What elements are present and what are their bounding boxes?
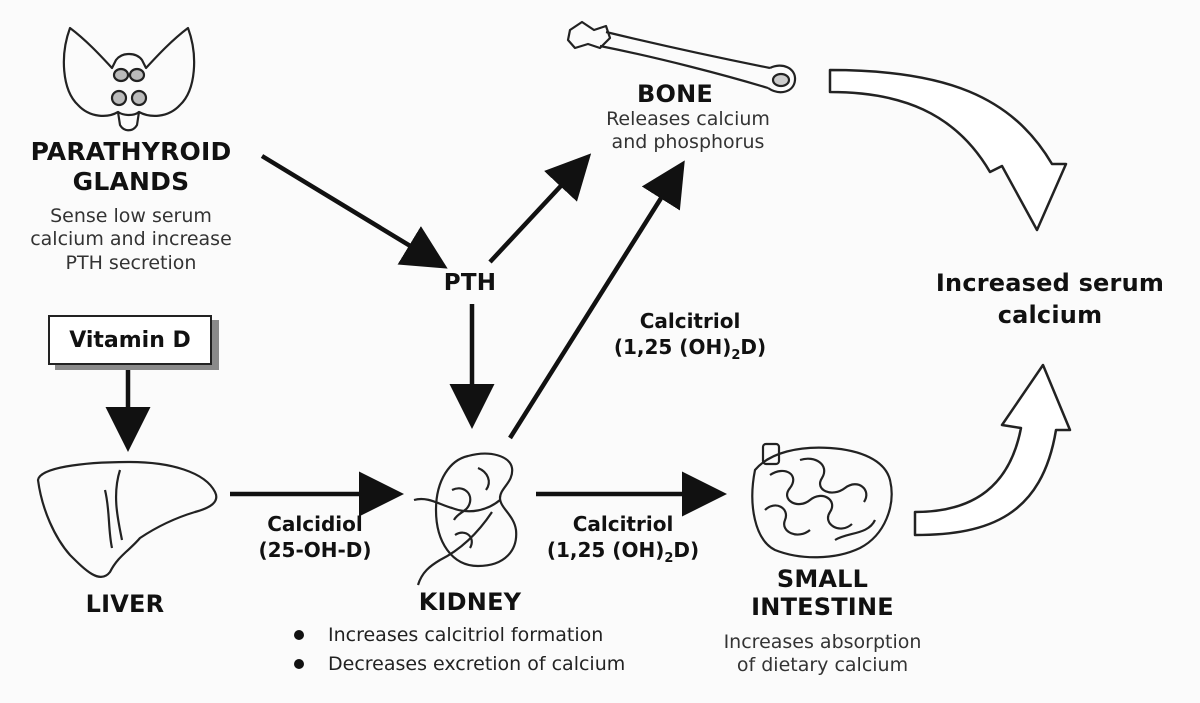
intestine-desc-line1: Increases absorption bbox=[723, 631, 922, 653]
parathyroid-title: PARATHYROID GLANDS bbox=[0, 137, 262, 196]
calcitriol-intestine-label: Calcitriol (1,25 (OH)2D) bbox=[528, 511, 718, 568]
arrow-pth-to-bone bbox=[488, 153, 592, 264]
arrow-parathyroid-to-pth bbox=[260, 154, 448, 269]
bone-desc-line2: and phosphorus bbox=[611, 131, 765, 154]
vitamin-d-label: Vitamin D bbox=[69, 327, 191, 353]
intestine-title-line1: SMALL bbox=[776, 565, 869, 593]
kidney-effect-item: Decreases excretion of calcium bbox=[290, 649, 625, 678]
parathyroid-glands-illustration bbox=[62, 26, 196, 132]
calcidiol-label: Calcidiol (25-OH-D) bbox=[230, 511, 400, 563]
kidney-effect-item: Increases calcitriol formation bbox=[290, 620, 625, 649]
liver-illustration bbox=[36, 460, 218, 579]
bullet-icon bbox=[294, 658, 304, 669]
intestine-description: Increases absorption of dietary calcium bbox=[700, 631, 945, 678]
parathyroid-desc-line2: calcium and increase bbox=[30, 228, 232, 251]
calcitriol-bone-formula-sub: 2 bbox=[731, 348, 741, 363]
calcitriol-bone-formula-pre: (1,25 (OH) bbox=[613, 335, 732, 359]
pth-label: PTH bbox=[443, 270, 497, 296]
kidney-effects-list: Increases calcitriol formation Decreases… bbox=[290, 620, 625, 678]
parathyroid-title-line1: PARATHYROID bbox=[30, 137, 232, 166]
calcitriol-intestine-line2: (1,25 (OH)2D) bbox=[528, 537, 718, 568]
kidney-illustration bbox=[413, 452, 518, 586]
calcitriol-bone-formula-post: D) bbox=[740, 335, 767, 359]
vitamin-d-box: Vitamin D bbox=[48, 315, 212, 365]
kidney-effect-text: Decreases excretion of calcium bbox=[328, 652, 626, 675]
bullet-icon bbox=[294, 629, 304, 640]
intestine-title-line2: INTESTINE bbox=[751, 593, 894, 622]
calcitriol-intestine-formula-pre: (1,25 (OH) bbox=[546, 538, 665, 562]
result-line2: calcium bbox=[997, 300, 1103, 329]
small-intestine-illustration bbox=[751, 442, 893, 559]
bone-title: BONE bbox=[637, 80, 713, 108]
calcidiol-line2: (25-OH-D) bbox=[258, 538, 372, 562]
hollow-arrow-intestine-to-serum bbox=[913, 363, 1072, 537]
calcitriol-intestine-formula-sub: 2 bbox=[664, 551, 674, 566]
calcitriol-bone-label: Calcitriol (1,25 (OH)2D) bbox=[590, 308, 790, 365]
intestine-title: SMALL INTESTINE bbox=[715, 565, 930, 622]
intestine-desc-line2: of dietary calcium bbox=[736, 654, 909, 677]
parathyroid-description: Sense low serum calcium and increase PTH… bbox=[0, 205, 262, 275]
result-label: Increased serum calcium bbox=[910, 268, 1190, 331]
hollow-arrow-bone-to-serum bbox=[828, 68, 1068, 232]
calcitriol-bone-line2: (1,25 (OH)2D) bbox=[590, 334, 790, 365]
calcitriol-bone-line1: Calcitriol bbox=[639, 309, 741, 333]
parathyroid-title-line2: GLANDS bbox=[72, 166, 190, 196]
calcitriol-intestine-line1: Calcitriol bbox=[572, 512, 674, 536]
bone-description: Releases calcium and phosphorus bbox=[578, 108, 798, 155]
kidney-effect-text: Increases calcitriol formation bbox=[328, 623, 604, 646]
result-line1: Increased serum bbox=[935, 269, 1165, 297]
calcidiol-line1: Calcidiol bbox=[267, 512, 363, 536]
bone-desc-line1: Releases calcium bbox=[606, 108, 770, 130]
parathyroid-desc-line1: Sense low serum bbox=[50, 205, 212, 227]
arrow-kidney-to-bone bbox=[508, 160, 685, 440]
bone-illustration bbox=[566, 20, 797, 94]
calcitriol-intestine-formula-post: D) bbox=[673, 538, 700, 562]
kidney-title: KIDNEY bbox=[418, 588, 522, 616]
parathyroid-desc-line3: PTH secretion bbox=[65, 251, 197, 274]
liver-label: LIVER bbox=[85, 590, 165, 618]
